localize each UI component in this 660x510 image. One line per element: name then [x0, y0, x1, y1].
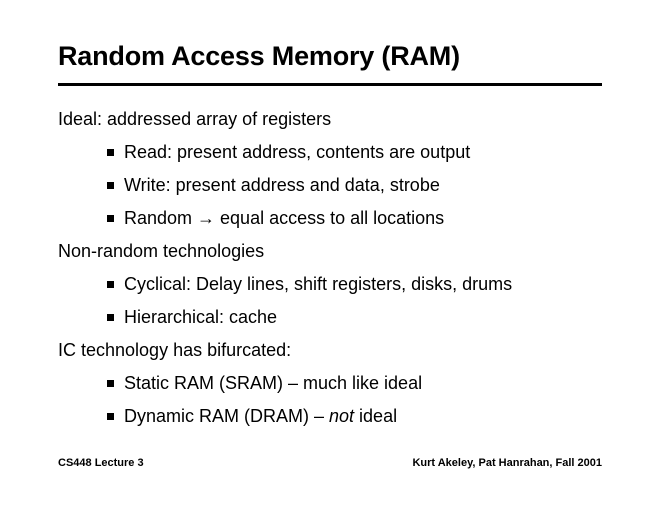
bullet-text: Dynamic RAM (DRAM) – not ideal	[124, 406, 398, 426]
list-item: Non-random technologies	[58, 240, 618, 273]
bullet-text: Non-random technologies	[58, 241, 265, 261]
bullet-text: Static RAM (SRAM) – much like ideal	[124, 373, 423, 393]
bullet-text: IC technology has bifurcated:	[58, 340, 292, 360]
bullet-text: Cyclical: Delay lines, shift registers, …	[124, 274, 513, 294]
slide-footer: CS448 Lecture 3 Kurt Akeley, Pat Hanraha…	[58, 456, 602, 470]
list-item: Read: present address, contents are outp…	[58, 141, 618, 174]
list-item: Cyclical: Delay lines, shift registers, …	[58, 273, 618, 306]
footer-authors-label: Kurt Akeley, Pat Hanrahan, Fall 2001	[412, 457, 602, 469]
list-item: Random → equal access to all locations	[58, 207, 618, 240]
list-item: Dynamic RAM (DRAM) – not ideal	[58, 405, 618, 438]
bullet-text: Write: present address and data, strobe	[124, 175, 440, 195]
bullet-text: Ideal: addressed array of registers	[58, 109, 332, 129]
bullet-text: Random → equal access to all locations	[124, 208, 445, 228]
page-title: Random Access Memory (RAM)	[58, 41, 460, 71]
list-item: Static RAM (SRAM) – much like ideal	[58, 372, 618, 405]
list-item: Hierarchical: cache	[58, 306, 618, 339]
list-item: Ideal: addressed array of registers	[58, 108, 618, 141]
bullet-text: Read: present address, contents are outp…	[124, 142, 471, 162]
title-divider	[58, 83, 602, 86]
list-item: IC technology has bifurcated:	[58, 339, 618, 372]
footer-course-label: CS448 Lecture 3	[58, 457, 144, 469]
slide-body: Ideal: addressed array of registers Read…	[58, 108, 618, 438]
list-item: Write: present address and data, strobe	[58, 174, 618, 207]
bullet-text: Hierarchical: cache	[124, 307, 278, 327]
